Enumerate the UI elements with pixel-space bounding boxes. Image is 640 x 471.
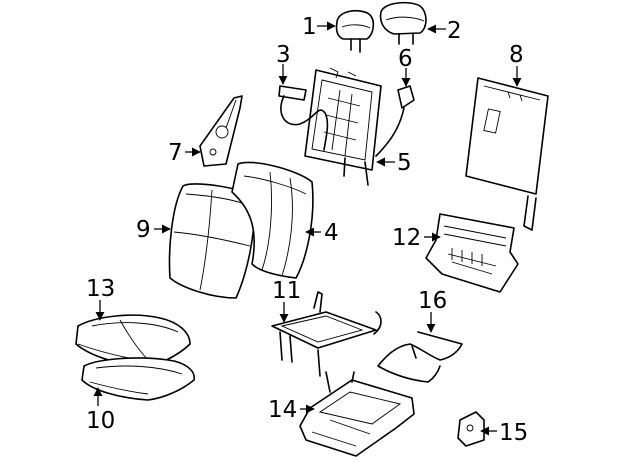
- callout-8: 8: [509, 42, 524, 68]
- headrest-left-part: [335, 9, 375, 53]
- callout-2: 2: [447, 18, 462, 44]
- callout-13: 13: [86, 276, 115, 302]
- callout-6: 6: [398, 46, 413, 72]
- callout-16: 16: [418, 288, 447, 314]
- callout-15: 15: [499, 420, 528, 446]
- callout-9: 9: [136, 217, 151, 243]
- rear-back-panel-part: [465, 77, 549, 231]
- seat-bottom-frame-part: [271, 291, 382, 377]
- latch-switch-part: [375, 85, 415, 157]
- callout-4: 4: [324, 220, 339, 246]
- callout-14: 14: [268, 397, 297, 423]
- release-rod-part: [377, 331, 463, 383]
- callout-7: 7: [168, 140, 183, 166]
- headrest-right-part: [379, 1, 427, 45]
- callout-labels: 1 2 3 4 5 6 7 8 9 10 11 12 13 14 15 16: [86, 14, 528, 446]
- callout-11: 11: [272, 278, 301, 304]
- callout-10: 10: [86, 408, 115, 434]
- leader-lines: [93, 21, 522, 436]
- seat-cushion-pad-part: [81, 357, 195, 401]
- callout-3: 3: [276, 42, 291, 68]
- side-bracket-part: [199, 95, 243, 167]
- wiring-harness-part: [278, 85, 329, 151]
- seat-track-part: [299, 371, 415, 457]
- seat-back-cushion-part: [168, 183, 255, 299]
- seat-back-cover-part: [231, 161, 314, 279]
- callout-12: 12: [392, 225, 421, 251]
- cushion-frame-part: [425, 213, 519, 293]
- callout-5: 5: [397, 150, 412, 176]
- seat-back-frame-part: [304, 67, 382, 186]
- callout-1: 1: [302, 14, 317, 40]
- small-bracket-part: [457, 411, 485, 447]
